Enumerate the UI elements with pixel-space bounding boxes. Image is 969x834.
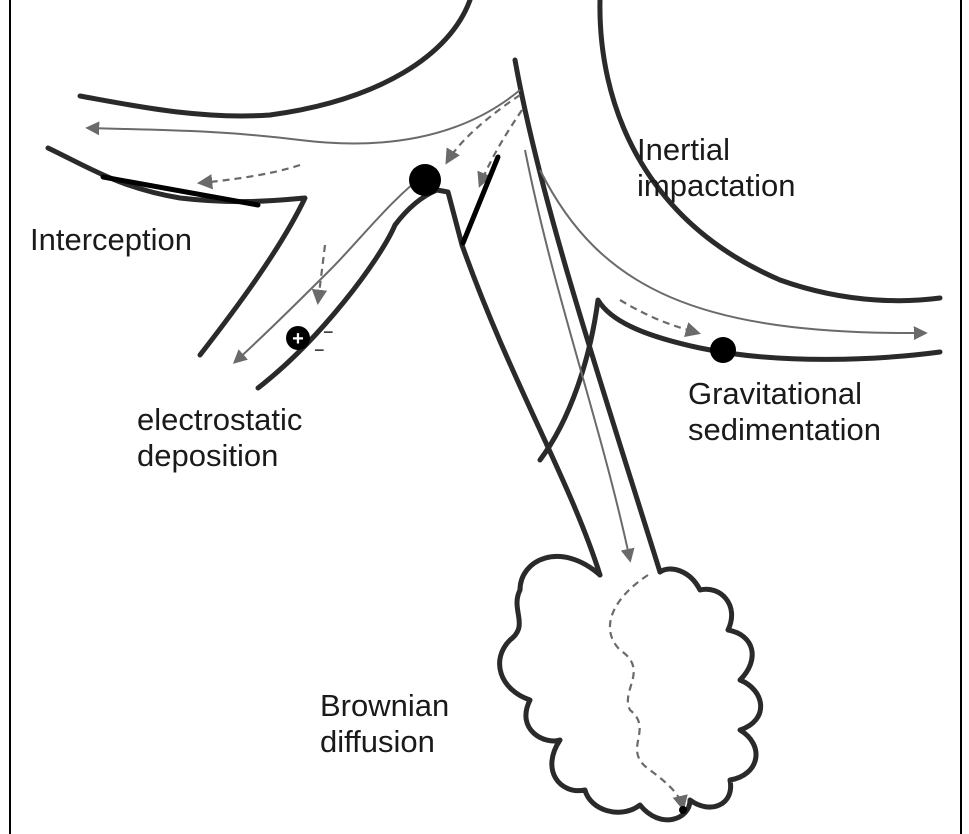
brownian-path: [610, 575, 683, 808]
flow-line-center: [525, 150, 630, 560]
interception-text: Interception: [30, 222, 192, 258]
interception-path: [200, 165, 300, 183]
gravitational-text: Gravitational: [688, 376, 881, 412]
electrostatic-path: [318, 245, 325, 302]
electrostatic-deposition-label: electrostatic deposition: [137, 402, 302, 474]
impaction-deposit: [463, 157, 498, 243]
brownian-diffusion-label: Brownian diffusion: [320, 688, 449, 760]
inertial-impactation-label: Inertial impactation: [637, 132, 796, 204]
diffusion-text: diffusion: [320, 724, 449, 760]
airflow-lines: [88, 90, 925, 560]
left-branch-outer-wall: [258, 190, 437, 388]
inertial-text: Inertial: [637, 132, 796, 168]
impaction-path-1: [447, 95, 520, 162]
minus-symbol-1: −: [323, 322, 334, 342]
impactation-text: impactation: [637, 168, 796, 204]
electrostatic-text: electrostatic: [137, 402, 302, 438]
brownian-particle: [679, 806, 687, 814]
gravitational-sedimentation-label: Gravitational sedimentation: [688, 376, 881, 448]
trachea-left-wall: [80, 0, 470, 116]
sedimentation-text: sedimentation: [688, 412, 881, 448]
interception-label: Interception: [30, 222, 192, 258]
brownian-text: Brownian: [320, 688, 449, 724]
interception-deposit: [103, 177, 258, 205]
deposition-text: deposition: [137, 438, 302, 474]
flow-line-left-upper: [88, 90, 520, 143]
carina-left-wall: [437, 190, 462, 245]
plus-symbol: +: [292, 328, 304, 350]
center-duct-left-wall: [462, 245, 600, 575]
impaction-particle: [409, 164, 441, 196]
minus-symbol-2: −: [314, 340, 325, 360]
sedimentation-particle: [710, 337, 736, 363]
